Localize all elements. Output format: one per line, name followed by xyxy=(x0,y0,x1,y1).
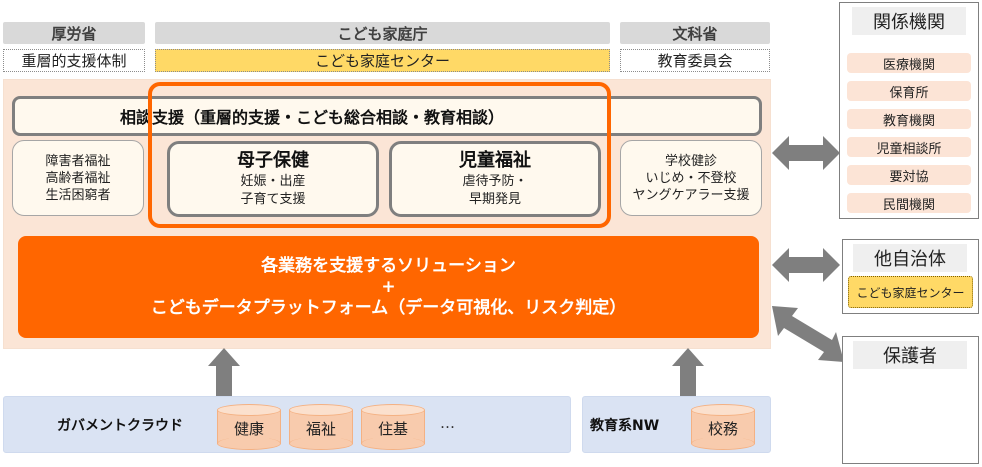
db-label: 健康 xyxy=(233,420,264,438)
db-label: 福祉 xyxy=(305,420,336,438)
child-welfare-box: 児童福祉 虐待予防・ 早期発見 xyxy=(389,141,601,217)
government-cloud xyxy=(3,396,571,453)
guardian-panel: 保護者 xyxy=(842,336,979,464)
related-orgs-panel: 関係機関 医療機関 保育所 教育機関 児童相談所 要対協 民間機関 xyxy=(839,2,979,219)
solution-platform: 各業務を支援するソリューション + こどもデータプラットフォーム（データ可視化、… xyxy=(18,236,759,338)
mext-sub: 教育委員会 xyxy=(620,49,770,72)
cfa-sub: こども家庭センター xyxy=(155,49,610,72)
school-line: ヤングケアラー支援 xyxy=(632,187,750,203)
more-ellipsis: … xyxy=(440,414,455,432)
bidirectional-arrow-icon xyxy=(772,136,840,170)
child-welfare-title: 児童福祉 xyxy=(459,150,531,171)
related-orgs-title: 関係機関 xyxy=(852,7,966,35)
db-label: 住基 xyxy=(377,420,408,438)
db-school-affairs: 校務 xyxy=(691,404,755,450)
db-health: 健康 xyxy=(217,404,281,450)
school-line: 学校健診 xyxy=(664,153,717,169)
guardian-title: 保護者 xyxy=(853,341,967,369)
solution-line3: こどもデータプラットフォーム（データ可視化、リスク判定） xyxy=(150,297,627,318)
cfa-scope-frame xyxy=(148,82,611,228)
consultation-title: 相談支援（重層的支援・こども総合相談・教育相談） xyxy=(119,108,504,127)
education-network-label: 教育系NW xyxy=(590,417,660,434)
cfa-header: こども家庭庁 xyxy=(155,22,610,44)
mhlw-header: 厚労省 xyxy=(3,22,145,44)
db-label: 校務 xyxy=(707,420,738,438)
school-box: 学校健診 いじめ・不登校 ヤングケアラー支援 xyxy=(620,140,762,216)
maternal-health-line: 妊娠・出産 xyxy=(240,174,306,189)
solution-plus: + xyxy=(381,276,396,297)
child-welfare-line: 早期発見 xyxy=(468,192,521,207)
other-municipality-title: 他自治体 xyxy=(853,244,967,272)
solution-line1: 各業務を支援するソリューション xyxy=(261,255,516,276)
school-line: いじめ・不登校 xyxy=(645,170,737,186)
mhlw-sub: 重層的支援体制 xyxy=(3,49,145,72)
db-resident-registry: 住基 xyxy=(361,404,425,450)
org-item: 民間機関 xyxy=(847,193,971,213)
other-municipality-center: こども家庭センター xyxy=(848,276,973,308)
diagonal-bidirectional-arrow-icon xyxy=(772,306,844,362)
maternal-health-title: 母子保健 xyxy=(237,150,309,171)
welfare-box: 障害者福祉 高齢者福祉 生活困窮者 xyxy=(12,140,144,216)
maternal-health-line: 子育て支援 xyxy=(240,192,306,207)
up-arrow-icon xyxy=(208,348,240,398)
welfare-line: 生活困窮者 xyxy=(45,187,111,203)
org-item: 保育所 xyxy=(847,81,971,101)
maternal-health-box: 母子保健 妊娠・出産 子育て支援 xyxy=(167,141,379,217)
org-item: 児童相談所 xyxy=(847,137,971,157)
up-arrow-icon xyxy=(672,348,704,398)
welfare-line: 高齢者福祉 xyxy=(45,170,111,186)
other-municipality-panel: 他自治体 こども家庭センター xyxy=(842,239,979,314)
welfare-line: 障害者福祉 xyxy=(45,153,111,169)
org-item: 教育機関 xyxy=(847,109,971,129)
org-item: 要対協 xyxy=(847,165,971,185)
org-item: 医療機関 xyxy=(847,53,971,73)
government-cloud-label: ガバメントクラウド xyxy=(57,417,183,434)
bidirectional-arrow-icon xyxy=(772,248,840,282)
consultation-bar xyxy=(12,96,762,136)
mext-header: 文科省 xyxy=(620,22,770,44)
db-welfare: 福祉 xyxy=(289,404,353,450)
child-welfare-line: 虐待予防・ xyxy=(462,174,528,189)
